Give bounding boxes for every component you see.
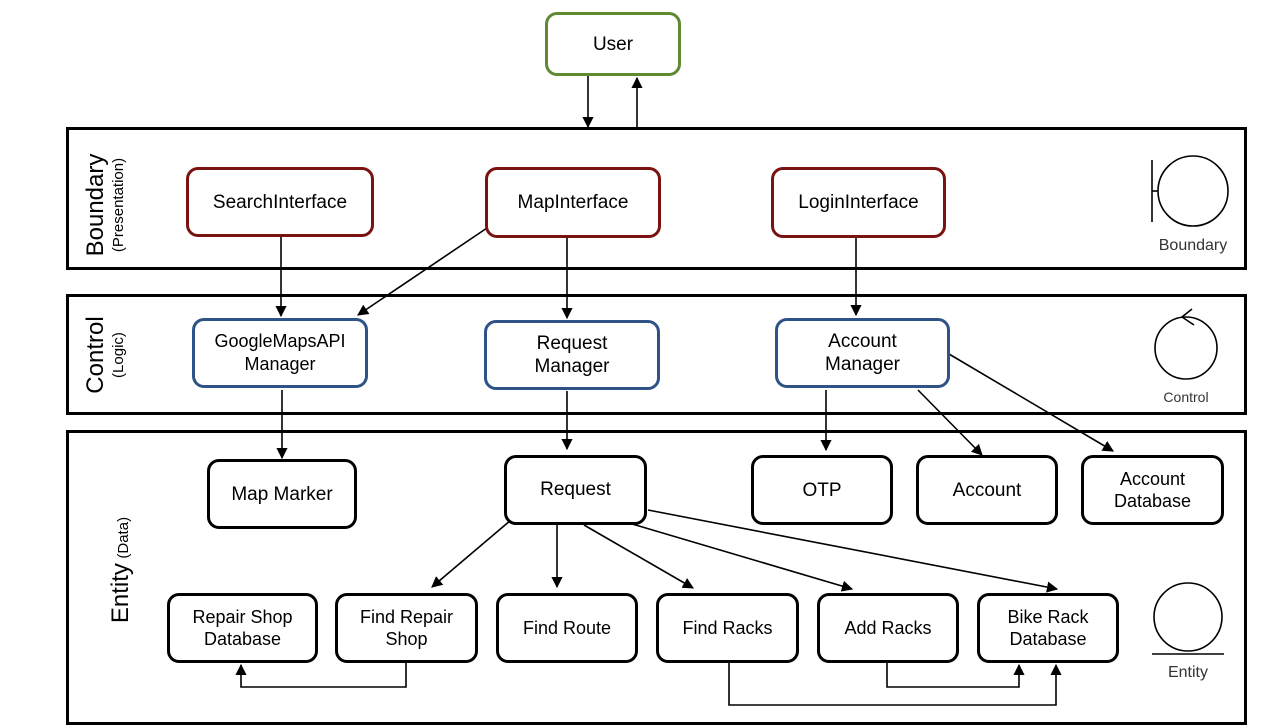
account-manager-label: Account Manager [825, 331, 900, 375]
arrow-map-to-gmaps [357, 225, 491, 316]
request-manager-node: Request Manager [484, 320, 660, 390]
entity-symbol-label: Entity [1167, 664, 1208, 681]
arrow-request-to-bike-rack-db [647, 509, 1059, 593]
bike-rack-db-label: Bike Rack Database [1007, 607, 1089, 649]
account-db-label: Account Database [1113, 469, 1192, 511]
otp-label: OTP [802, 479, 842, 501]
find-route-label: Find Route [522, 618, 612, 638]
account-db-node: Account Database [1081, 455, 1224, 525]
arrow-find-racks-to-bike-rack-db [728, 663, 1062, 706]
map-interface-label: MapInterface [517, 192, 629, 213]
find-route-node: Find Route [496, 593, 638, 663]
control-symbol-label: Control [1163, 389, 1209, 405]
find-repair-shop-node: Find Repair Shop [335, 593, 478, 663]
request-node: Request [504, 455, 647, 525]
arrow-request-to-find-racks [583, 524, 694, 589]
account-manager-node: Account Manager [775, 318, 950, 388]
search-interface-node: SearchInterface [186, 167, 374, 237]
account-label: Account [952, 479, 1022, 501]
find-racks-label: Find Racks [682, 618, 773, 638]
request-manager-label: Request Manager [534, 333, 610, 377]
map-marker-node: Map Marker [207, 459, 357, 529]
bike-rack-db-node: Bike Rack Database [977, 593, 1119, 663]
user-label: User [592, 33, 634, 55]
repair-shop-db-node: Repair Shop Database [167, 593, 318, 663]
gmaps-manager-node: GoogleMapsAPI Manager [192, 318, 368, 388]
user-node: User [545, 12, 681, 76]
repair-shop-db-label: Repair Shop Database [192, 607, 293, 649]
arrow-account-manager-to-account-db [948, 353, 1114, 452]
login-interface-node: LoginInterface [771, 167, 946, 238]
gmaps-manager-label: GoogleMapsAPI Manager [214, 331, 346, 374]
add-racks-node: Add Racks [817, 593, 959, 663]
arrow-find-repair-to-repair-db [235, 663, 407, 688]
add-racks-label: Add Racks [844, 618, 932, 638]
map-interface-node: MapInterface [485, 167, 661, 238]
login-interface-label: LoginInterface [798, 192, 919, 213]
map-marker-label: Map Marker [231, 483, 333, 505]
request-label: Request [540, 478, 611, 500]
arrow-add-racks-to-bike-rack-db [886, 663, 1025, 688]
arrow-request-to-add-racks [621, 520, 854, 592]
find-repair-shop-label: Find Repair Shop [359, 607, 454, 649]
find-racks-node: Find Racks [656, 593, 799, 663]
search-interface-label: SearchInterface [212, 191, 348, 213]
account-node: Account [916, 455, 1058, 525]
otp-node: OTP [751, 455, 893, 525]
arrow-request-to-find-repair [431, 519, 512, 588]
arrow-account-manager-to-account [917, 389, 983, 456]
boundary-symbol-label: Boundary [1158, 237, 1228, 254]
